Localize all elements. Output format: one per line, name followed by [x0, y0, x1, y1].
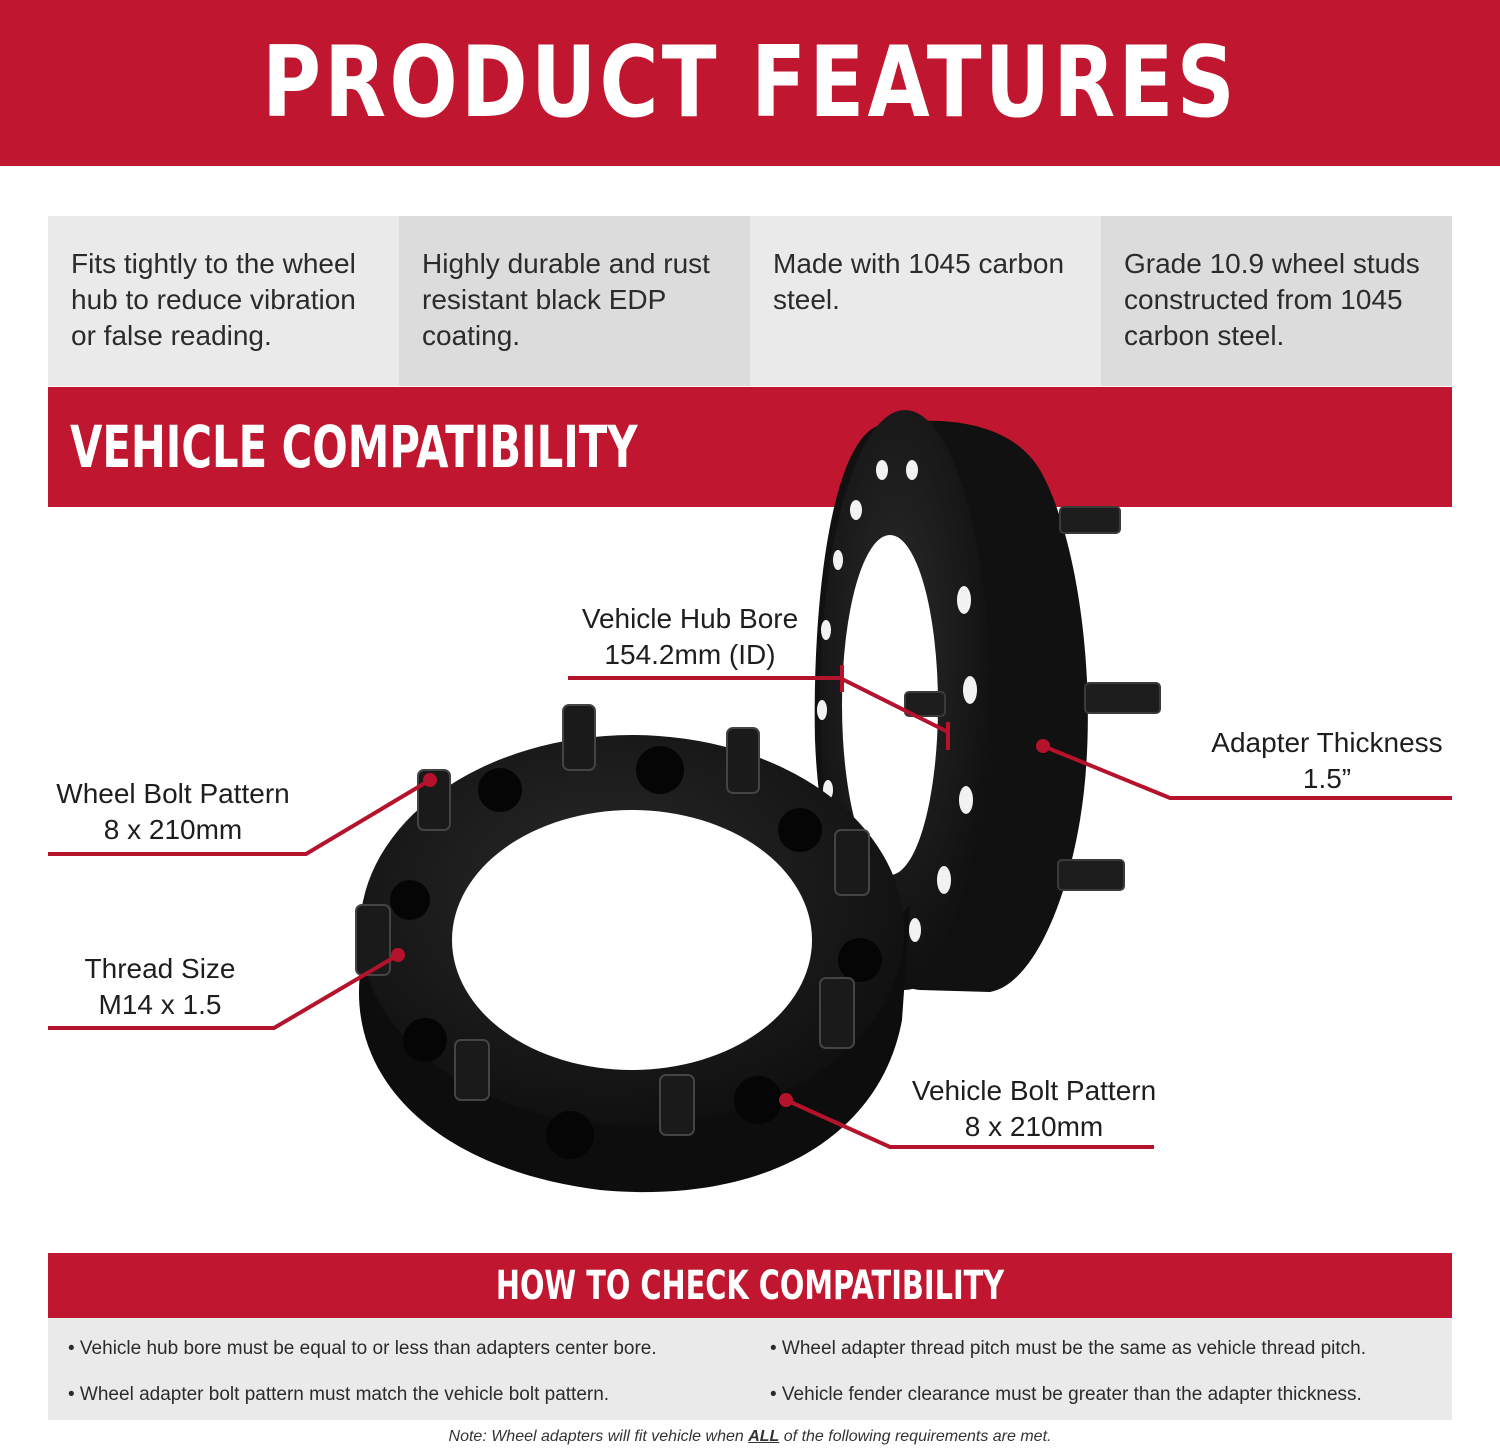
feature-text: Made with 1045 carbon steel.: [773, 248, 1065, 315]
callout-value: 1.5”: [1302, 763, 1352, 794]
requirement-item: • Vehicle hub bore must be equal to or l…: [68, 1338, 657, 1359]
note-text: Note: Wheel adapters will fit vehicle wh…: [448, 1428, 749, 1445]
callout-hub-bore: Vehicle Hub Bore 154.2mm (ID): [560, 601, 820, 673]
header-banner: PRODUCT FEATURES: [0, 0, 1500, 166]
callout-name: Thread Size: [84, 953, 236, 984]
feature-text: Fits tightly to the wheel hub to reduce …: [71, 248, 356, 351]
callout-value: M14 x 1.5: [98, 989, 222, 1020]
note-emphasis: ALL: [748, 1428, 780, 1445]
note-text: of the following requirements are met.: [779, 1428, 1052, 1445]
footnote: Note: Wheel adapters will fit vehicle wh…: [0, 1428, 1500, 1446]
section-title: HOW TO CHECK COMPATIBILITY: [495, 1262, 1005, 1309]
callout-name: Wheel Bolt Pattern: [56, 778, 290, 809]
feature-strip: Fits tightly to the wheel hub to reduce …: [48, 216, 1452, 386]
feature-text: Highly durable and rust resistant black …: [422, 248, 710, 351]
feature-card-studs: Grade 10.9 wheel studs constructed from …: [1101, 216, 1452, 386]
how-to-check-banner: HOW TO CHECK COMPATIBILITY: [48, 1253, 1452, 1318]
callout-thread-size: Thread Size M14 x 1.5: [60, 951, 260, 1023]
callout-value: 8 x 210mm: [964, 1111, 1104, 1142]
callout-value: 154.2mm (ID): [604, 639, 776, 670]
callout-adapter-thickness: Adapter Thickness 1.5”: [1196, 725, 1458, 797]
callout-dots: [391, 739, 1050, 1107]
requirement-item: • Wheel adapter bolt pattern must match …: [68, 1384, 610, 1405]
requirements-panel: • Vehicle hub bore must be equal to or l…: [48, 1318, 1452, 1420]
flat-adapter: [355, 704, 910, 1193]
page-title: PRODUCT FEATURES: [262, 26, 1238, 140]
requirement-item: • Wheel adapter thread pitch must be the…: [770, 1338, 1366, 1359]
callout-name: Adapter Thickness: [1211, 727, 1443, 758]
callout-lines: [48, 665, 1452, 1149]
vehicle-compatibility-banner: VEHICLE COMPATIBILITY: [48, 387, 1452, 507]
requirement-item: • Vehicle fender clearance must be great…: [770, 1384, 1362, 1405]
feature-card-steel: Made with 1045 carbon steel.: [750, 216, 1101, 386]
feature-card-coating: Highly durable and rust resistant black …: [399, 216, 750, 386]
feature-text: Grade 10.9 wheel studs constructed from …: [1124, 248, 1420, 351]
callout-value: 8 x 210mm: [103, 814, 243, 845]
callout-name: Vehicle Bolt Pattern: [911, 1075, 1157, 1106]
section-title: VEHICLE COMPATIBILITY: [70, 413, 638, 481]
feature-card-fit: Fits tightly to the wheel hub to reduce …: [48, 216, 399, 386]
callout-vehicle-bolt-pattern: Vehicle Bolt Pattern 8 x 210mm: [894, 1073, 1174, 1145]
callout-wheel-bolt-pattern: Wheel Bolt Pattern 8 x 210mm: [48, 776, 298, 848]
callout-name: Vehicle Hub Bore: [581, 603, 799, 634]
